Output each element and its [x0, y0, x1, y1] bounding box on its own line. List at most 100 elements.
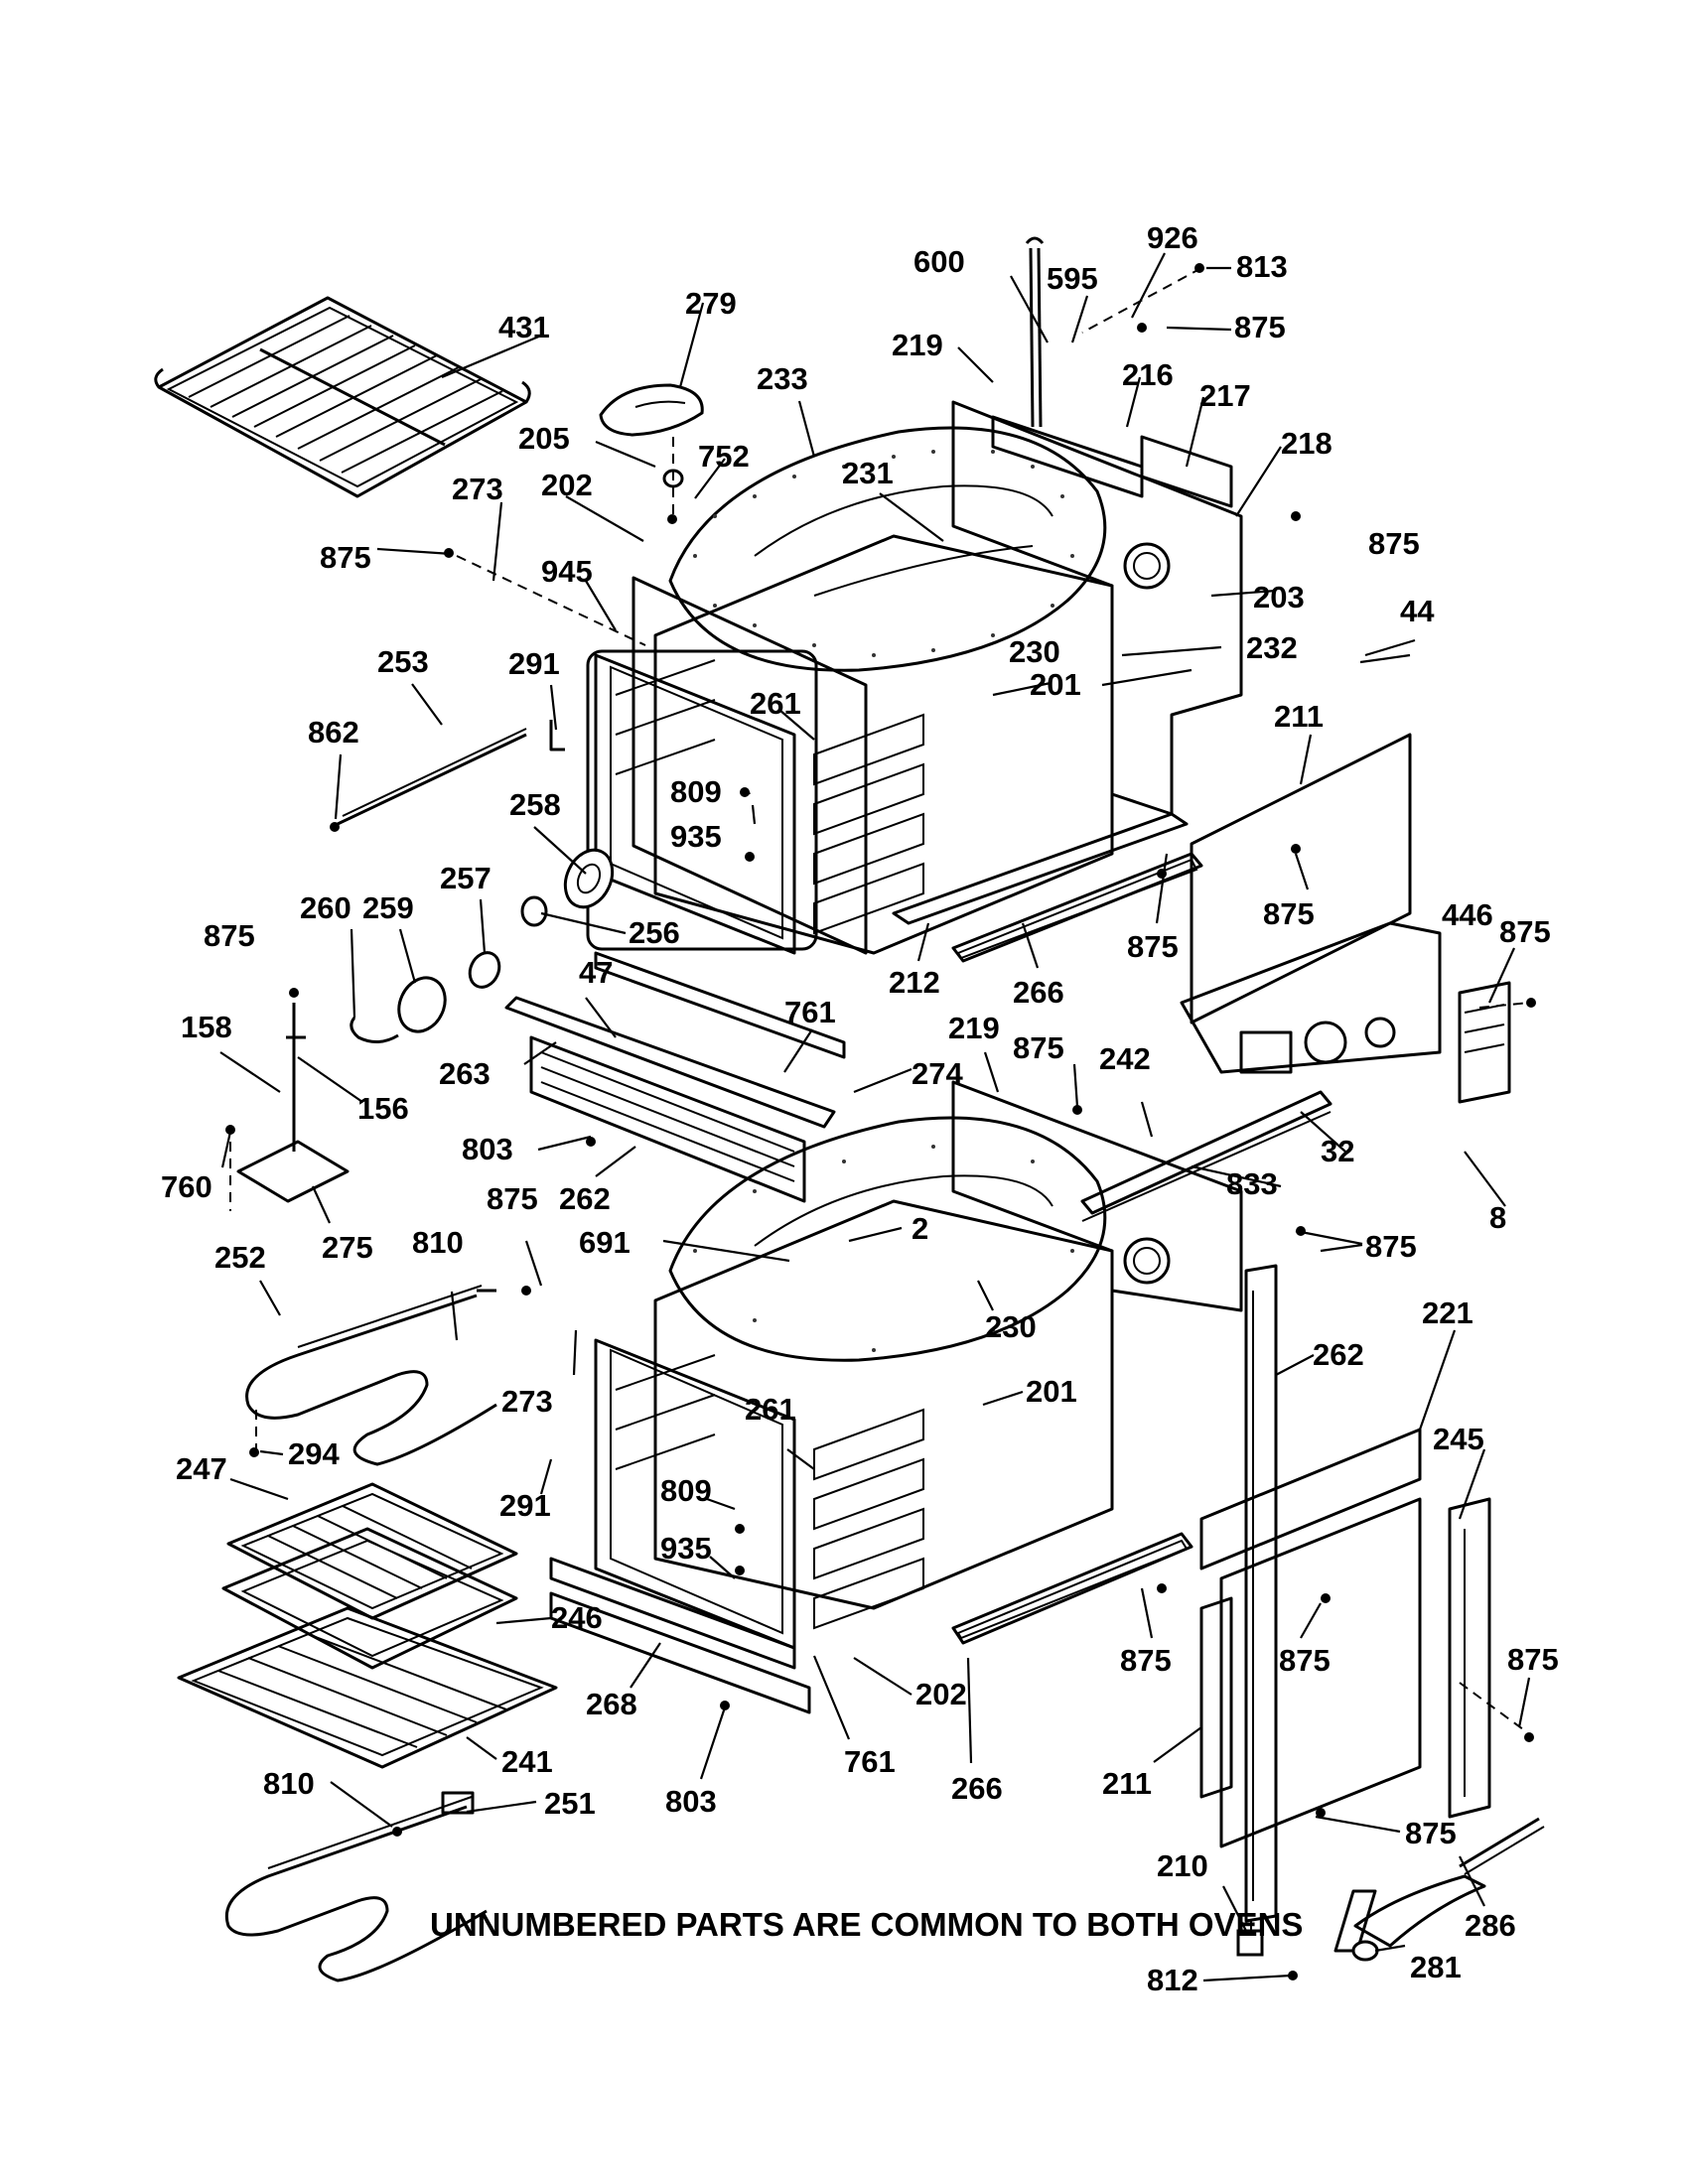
- callout-261: 261: [745, 1392, 796, 1427]
- callout-875: 875: [1279, 1643, 1331, 1678]
- callout-210: 210: [1157, 1848, 1208, 1883]
- callout-259: 259: [362, 890, 414, 925]
- callout-810: 810: [412, 1225, 464, 1260]
- callout-2: 2: [912, 1211, 928, 1246]
- fastener-dots: [392, 263, 1536, 1980]
- callout-600: 600: [913, 244, 965, 279]
- callout-211: 211: [1102, 1766, 1152, 1801]
- callout-253: 253: [377, 644, 429, 679]
- callout-273: 273: [452, 472, 503, 506]
- channel-242-drawing: [1080, 1090, 1333, 1222]
- callout-809: 809: [660, 1473, 712, 1508]
- light-cover-279-drawing: [599, 383, 704, 524]
- callout-275: 275: [322, 1230, 373, 1265]
- callout-201: 201: [1030, 667, 1081, 702]
- callout-232: 232: [1246, 630, 1298, 665]
- callout-32: 32: [1321, 1134, 1354, 1168]
- bracket-275-drawing: [225, 988, 350, 1211]
- callout-256: 256: [629, 915, 680, 950]
- upper-oven-cavity-drawing: [586, 400, 1243, 963]
- callout-8: 8: [1489, 1200, 1506, 1235]
- callout-875: 875: [1405, 1816, 1457, 1850]
- callout-875: 875: [1368, 526, 1420, 561]
- callout-247: 247: [176, 1451, 227, 1486]
- callout-761: 761: [784, 995, 836, 1029]
- callout-230: 230: [1009, 634, 1060, 669]
- callout-761: 761: [844, 1744, 896, 1779]
- callout-219: 219: [948, 1011, 1000, 1045]
- hinge-286-drawing: [1333, 1817, 1545, 1962]
- callout-691: 691: [579, 1225, 631, 1260]
- broil-element-251-drawing: [225, 1791, 488, 1982]
- callout-262: 262: [1313, 1337, 1364, 1372]
- callout-202: 202: [915, 1677, 967, 1711]
- callout-803: 803: [462, 1132, 513, 1166]
- side-panels-upper-drawing: [1180, 733, 1511, 1104]
- callout-875: 875: [1263, 896, 1315, 931]
- callout-935: 935: [670, 819, 722, 854]
- callout-260: 260: [300, 890, 351, 925]
- callout-266: 266: [951, 1771, 1003, 1806]
- callout-233: 233: [757, 361, 808, 396]
- callout-251: 251: [544, 1786, 596, 1821]
- callout-257: 257: [440, 861, 491, 895]
- callout-205: 205: [518, 421, 570, 456]
- callout-286: 286: [1465, 1908, 1516, 1943]
- callout-273: 273: [501, 1384, 553, 1419]
- callout-261: 261: [750, 686, 801, 721]
- callout-231: 231: [842, 456, 894, 490]
- callout-875: 875: [1234, 310, 1286, 344]
- callout-803: 803: [665, 1784, 717, 1819]
- callout-279: 279: [685, 286, 737, 321]
- callout-431: 431: [498, 310, 550, 344]
- oven-rack-431-drawing: [154, 296, 531, 498]
- callout-294: 294: [288, 1436, 340, 1471]
- callout-266: 266: [1013, 975, 1064, 1010]
- callout-212: 212: [889, 965, 940, 1000]
- channel-bars-drawing: [504, 951, 846, 1203]
- callout-291: 291: [499, 1488, 551, 1523]
- callout-262: 262: [559, 1181, 611, 1216]
- callout-263: 263: [439, 1056, 491, 1091]
- callout-945: 945: [541, 554, 593, 589]
- callout-241: 241: [501, 1744, 553, 1779]
- callout-291: 291: [508, 646, 560, 681]
- callout-875: 875: [204, 918, 255, 953]
- rod-253-drawing: [330, 720, 565, 832]
- callout-875: 875: [487, 1181, 538, 1216]
- callout-809: 809: [670, 774, 722, 809]
- callout-812: 812: [1147, 1963, 1198, 1997]
- callout-230: 230: [985, 1309, 1037, 1344]
- callout-862: 862: [308, 715, 359, 750]
- footer-note: UNNUMBERED PARTS ARE COMMON TO BOTH OVEN…: [430, 1906, 1303, 1943]
- callout-875: 875: [1499, 914, 1551, 949]
- callout-258: 258: [509, 787, 561, 822]
- callout-875: 875: [320, 540, 371, 575]
- callout-875: 875: [1013, 1030, 1064, 1065]
- callout-752: 752: [698, 439, 750, 474]
- leader-lines: [219, 252, 1531, 1982]
- lower-oven-cavity-drawing: [549, 1080, 1243, 1670]
- callout-810: 810: [263, 1766, 315, 1801]
- callout-203: 203: [1253, 580, 1305, 614]
- callout-446: 446: [1442, 897, 1493, 932]
- callout-595: 595: [1047, 261, 1098, 296]
- callout-158: 158: [181, 1010, 232, 1044]
- callout-875: 875: [1127, 929, 1179, 964]
- callout-242: 242: [1099, 1041, 1151, 1076]
- broiler-pan-drawing: [177, 1482, 558, 1769]
- callout-156: 156: [357, 1091, 409, 1126]
- callout-268: 268: [586, 1687, 637, 1721]
- callout-217: 217: [1199, 378, 1251, 413]
- callout-875: 875: [1507, 1642, 1559, 1677]
- callout-216: 216: [1122, 357, 1174, 392]
- callout-246: 246: [551, 1600, 603, 1635]
- front-trim-268-drawing: [549, 1591, 811, 1714]
- callout-760: 760: [161, 1169, 212, 1204]
- callout-274: 274: [912, 1056, 963, 1091]
- callout-202: 202: [541, 468, 593, 502]
- callout-219: 219: [892, 328, 943, 362]
- callout-252: 252: [214, 1240, 266, 1275]
- callout-935: 935: [660, 1531, 712, 1566]
